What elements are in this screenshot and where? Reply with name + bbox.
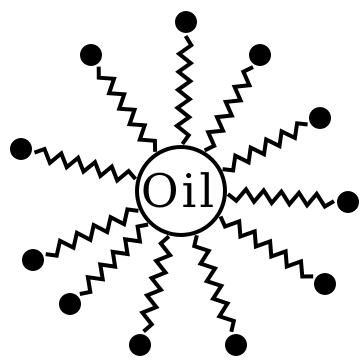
- chain-tail-3: [205, 67, 253, 150]
- chain-head-2: [80, 44, 102, 66]
- chain-head-3: [249, 44, 271, 66]
- chain-tail-4: [223, 123, 308, 170]
- chain-tail-5: [35, 149, 136, 181]
- chain-head-8: [59, 293, 81, 315]
- chain-head-9: [314, 273, 336, 295]
- chain-head-5: [10, 138, 32, 160]
- chain-head-10: [129, 334, 151, 356]
- chain-head-6: [337, 191, 359, 213]
- chain-tail-10: [142, 236, 170, 331]
- chain-head-7: [22, 249, 44, 271]
- chain-tail-9: [221, 217, 314, 277]
- oil-core-label: Oil: [141, 164, 217, 218]
- chain-tail-1: [177, 36, 191, 144]
- chain-tail-11: [194, 235, 234, 331]
- chain-tail-6: [228, 189, 334, 206]
- chain-head-1: [175, 11, 197, 33]
- chain-head-4: [309, 107, 331, 129]
- chain-tail-2: [99, 67, 155, 152]
- chain-tail-7: [46, 209, 139, 255]
- chain-head-11: [225, 334, 247, 356]
